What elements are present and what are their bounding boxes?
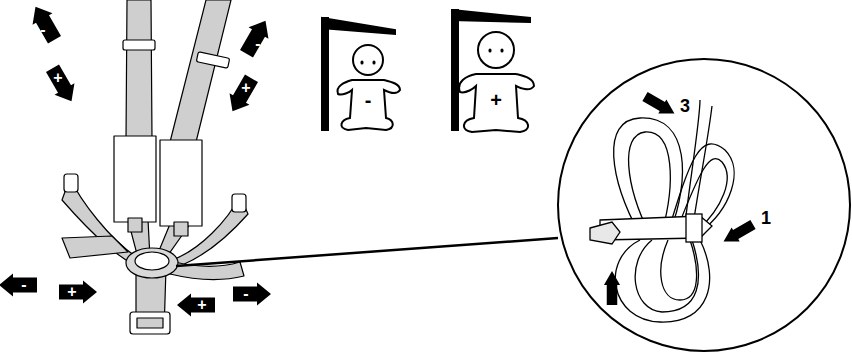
adjust-sign: + bbox=[241, 80, 250, 96]
leader-line bbox=[176, 238, 558, 266]
adjust-sign: - bbox=[21, 277, 26, 293]
adjust-sign: - bbox=[255, 36, 260, 52]
arrow-symbol bbox=[223, 73, 262, 117]
arrow-symbol bbox=[43, 63, 82, 107]
arrow-symbol bbox=[59, 281, 97, 304]
arrow-symbol bbox=[0, 274, 37, 297]
adjust-sign: + bbox=[490, 90, 502, 110]
baby-height-icons bbox=[322, 10, 534, 132]
adjust-arrows bbox=[0, 1, 757, 316]
adjust-sign: + bbox=[67, 284, 76, 300]
adjust-sign: - bbox=[40, 22, 45, 38]
arrow-symbol bbox=[604, 271, 620, 305]
adjust-sign: - bbox=[365, 90, 372, 110]
arrow-symbol bbox=[233, 283, 271, 306]
callout-number: 1 bbox=[758, 208, 774, 228]
adjust-sign: + bbox=[197, 297, 206, 313]
arrow-symbol bbox=[237, 15, 276, 59]
callout-number: 3 bbox=[677, 96, 693, 116]
arrow-symbol bbox=[720, 218, 757, 249]
arrow-symbol bbox=[26, 1, 65, 45]
adjust-sign: - bbox=[243, 286, 248, 302]
inset-detail bbox=[558, 59, 850, 351]
adjust-sign: + bbox=[53, 70, 62, 86]
arrow-symbol bbox=[641, 90, 678, 121]
harness-drawing bbox=[62, 0, 248, 334]
arrow-symbol bbox=[177, 294, 215, 317]
